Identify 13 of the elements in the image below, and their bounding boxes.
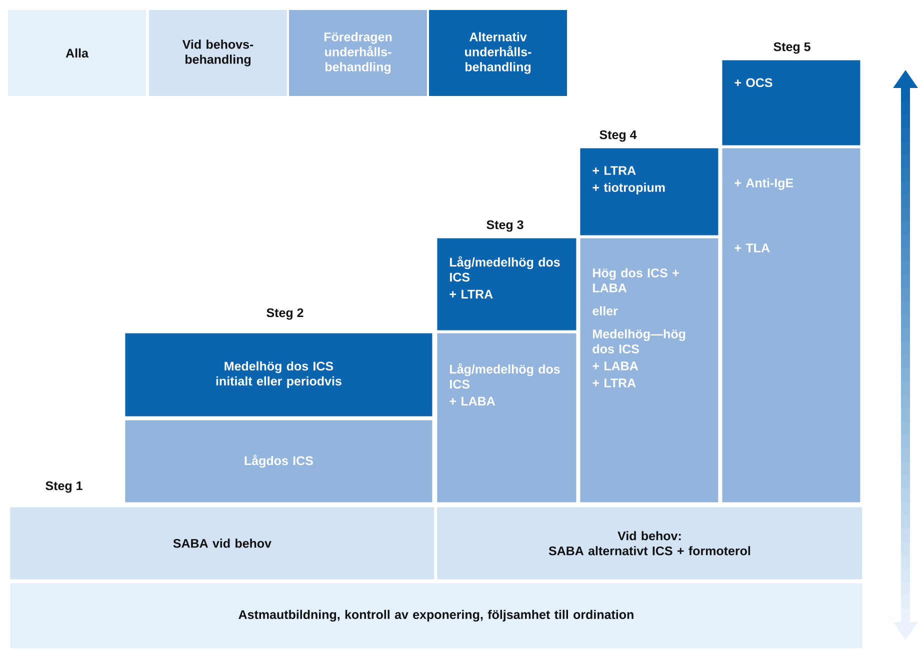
treatment-box: Vid behov: SABA alternativt ICS + formoterol [437,507,862,580]
step-label: Steg 1 [46,481,82,493]
treatment-box: Hög dos ICS + LABA eller Medelhög—hög dos ICS + LABA + LTRA [580,238,718,502]
treatment-box: Låg/medelhög dos ICS + LTRA [437,238,576,330]
treatment-box: Astmautbildning, kontroll av exponering, följsamhet till ordination [10,583,862,648]
treatment-box: + OCS [722,60,860,146]
treatment-box: Medelhög dos ICS initialt eller periodvis [125,333,432,416]
treatment-box: + Anti-IgE + TLA [722,148,860,502]
treatment-box: Låg/medelhög dos ICS + LABA [437,333,576,502]
treatment-box: + LTRA + tiotropium [580,148,718,236]
treatment-box: SABA vid behov [10,507,434,580]
step-label: Steg 2 [266,308,304,320]
treatment-box: Lågdos ICS [125,420,432,502]
